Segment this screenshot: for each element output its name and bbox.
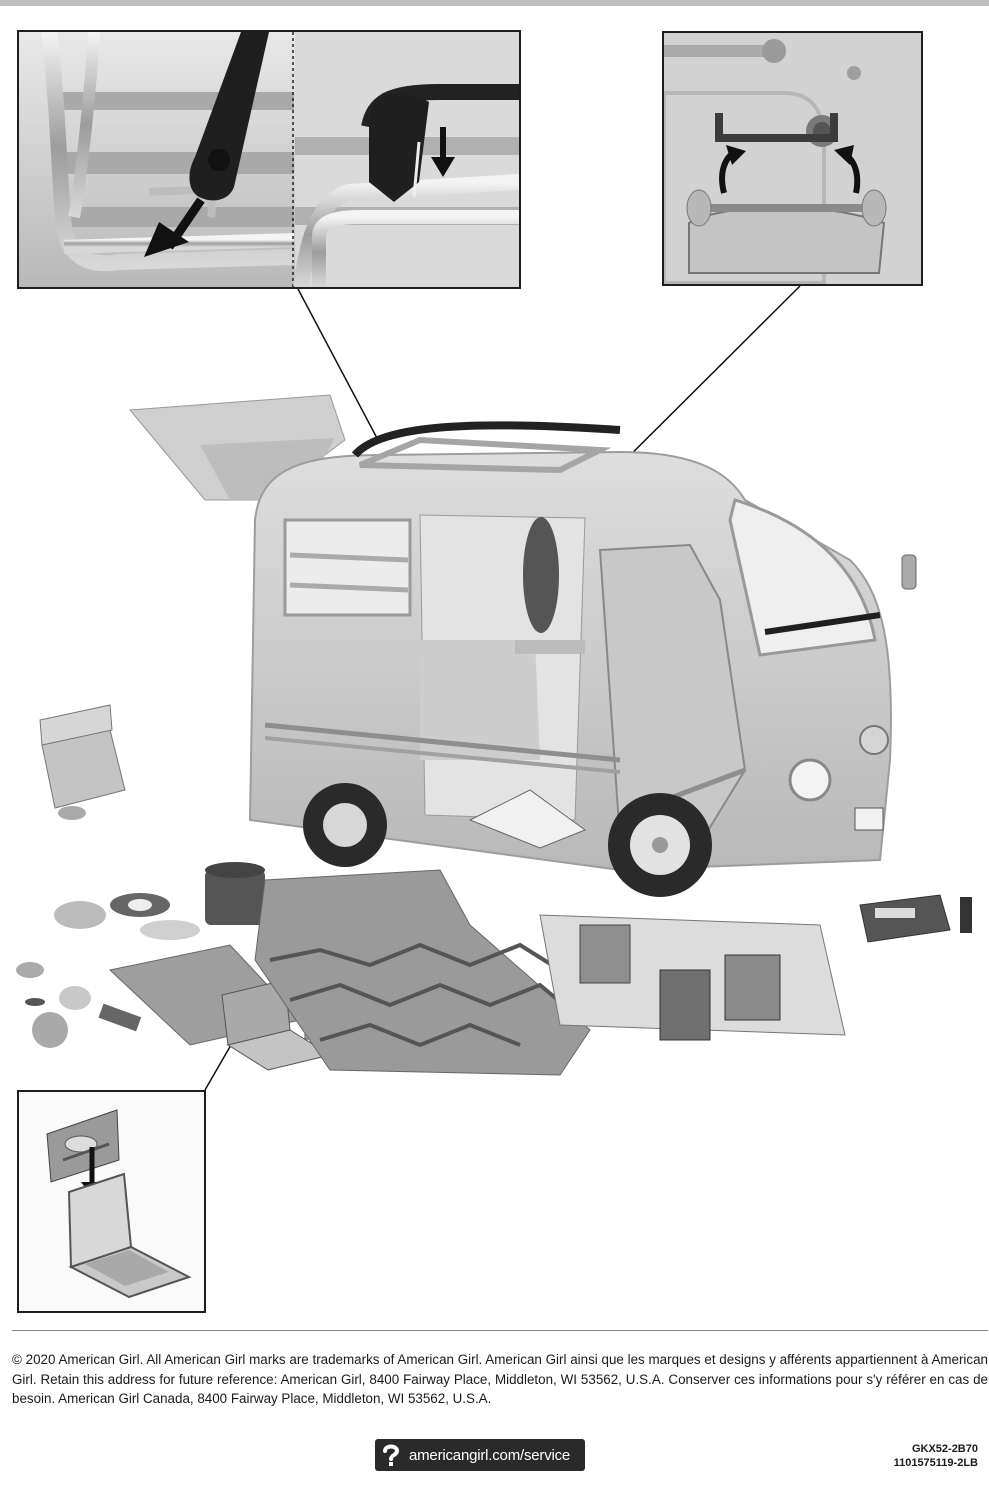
footer-divider <box>12 1330 988 1331</box>
cooler <box>39 704 126 820</box>
van-body <box>248 421 917 872</box>
laptop-screen-inset <box>17 1090 206 1313</box>
product-codes: GKX52-2B70 1101575119-2LB <box>894 1442 978 1470</box>
cookware <box>54 862 265 940</box>
vw-emblem <box>859 725 889 755</box>
roof-rack-strap-illustration <box>19 32 519 287</box>
surfboard-hook-inset <box>662 31 923 286</box>
first-aid-kit <box>859 894 972 943</box>
food-items <box>16 962 142 1048</box>
service-link[interactable]: americangirl.com/service <box>375 1439 585 1471</box>
product-code: GKX52-2B70 <box>911 1443 978 1455</box>
part-number: 1101575119-2LB <box>893 1457 978 1469</box>
question-mark-icon <box>375 1439 407 1471</box>
license-plate <box>854 807 884 831</box>
legal-notice: © 2020 American Girl. All American Girl … <box>12 1350 988 1409</box>
service-url[interactable]: americangirl.com/service <box>409 1446 571 1464</box>
callout-line-roof <box>297 288 379 441</box>
sleeping-bag <box>254 869 591 1076</box>
surfboard <box>523 517 559 633</box>
legal-text: © 2020 American Girl. All American Girl … <box>12 1352 988 1407</box>
roof-rack-strap-inset <box>17 30 521 289</box>
top-gray-bar <box>0 0 989 6</box>
van-wheels <box>303 783 712 897</box>
laptop-screen-illustration <box>19 1092 204 1311</box>
surf-books <box>579 924 781 1041</box>
headlight <box>788 758 832 802</box>
door-rug <box>468 789 587 849</box>
surfboard-hook-illustration <box>664 33 921 284</box>
